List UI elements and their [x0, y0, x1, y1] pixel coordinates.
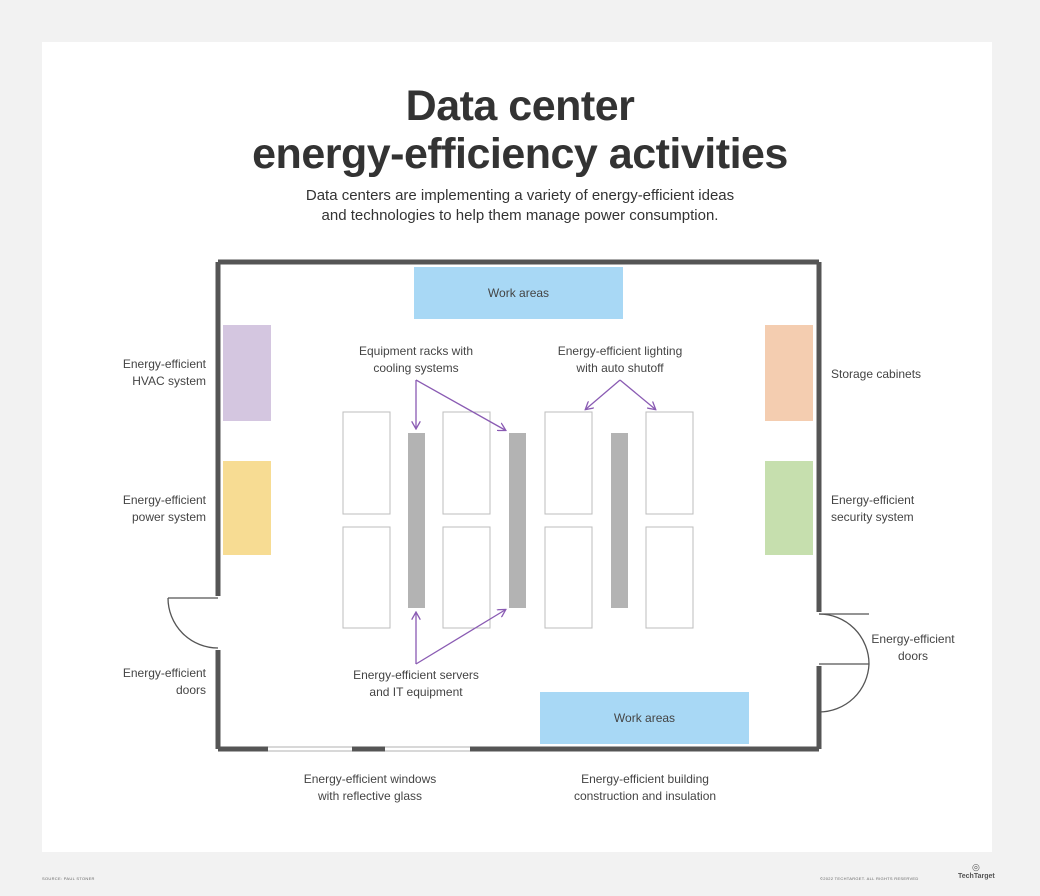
page-title: Data center energy-efficiency activities — [252, 82, 788, 178]
arrow-servers-2 — [415, 610, 505, 665]
work-area-bottom — [540, 692, 749, 744]
copyright-notice: ©2022 TECHTARGET. ALL RIGHTS RESERVED — [820, 876, 919, 881]
work-areas-bottom-label: Work areas — [613, 711, 676, 725]
right-door — [818, 613, 870, 713]
rack-1 — [408, 433, 425, 608]
techtarget-logo-icon: ◎ — [972, 862, 980, 872]
arrow-lighting-2 — [619, 379, 655, 409]
storage-cabinets — [765, 325, 813, 421]
hvac-unit — [223, 325, 271, 421]
fixture-8 — [645, 526, 694, 629]
techtarget-logo: TechTarget — [958, 873, 995, 880]
windows — [268, 746, 470, 752]
power-unit — [223, 461, 271, 555]
page-subtitle: Data centers are implementing a variety … — [305, 187, 735, 224]
arrow-lighting-1 — [586, 379, 621, 409]
callout-arrows — [415, 379, 655, 665]
left-door — [167, 597, 219, 649]
walls — [215, 259, 822, 752]
fixture-6 — [544, 526, 593, 629]
fixture-4 — [442, 526, 491, 629]
storage-label: Storage cabinets — [831, 367, 922, 381]
light-fixtures — [342, 411, 694, 629]
server-racks — [408, 433, 628, 608]
arrow-racks-2 — [415, 379, 505, 430]
fixture-7 — [645, 411, 694, 515]
rack-2 — [509, 433, 526, 608]
fixture-1 — [342, 411, 391, 515]
fixture-2 — [342, 526, 391, 629]
security-unit — [765, 461, 813, 555]
source-credit: SOURCE: PAUL STONER — [42, 876, 95, 881]
work-areas-top-label: Work areas — [487, 286, 550, 300]
work-area-top — [414, 267, 623, 319]
fixture-5 — [544, 411, 593, 515]
fixture-3 — [442, 411, 491, 515]
rack-3 — [611, 433, 628, 608]
